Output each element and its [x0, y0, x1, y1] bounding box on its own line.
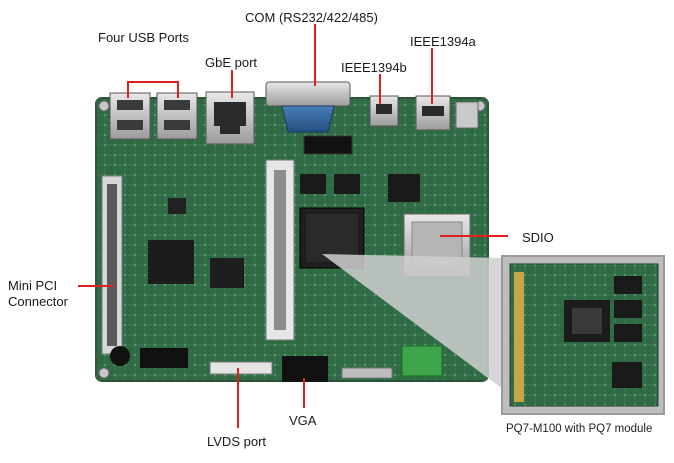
- com-connector: [265, 81, 353, 155]
- board-chips: [148, 174, 420, 288]
- label-com-port: COM (RS232/422/485): [245, 10, 378, 25]
- label-ieee1394b: IEEE1394b: [341, 60, 407, 75]
- callout-usb: [127, 81, 179, 98]
- label-module-caption: PQ7-M100 with PQ7 module: [506, 423, 653, 435]
- mini-pci-connector: [101, 175, 123, 355]
- pq7-module-inset: [501, 255, 665, 415]
- gbe-connector: [205, 91, 255, 145]
- usb-ports: [109, 92, 198, 140]
- label-usb-ports: Four USB Ports: [98, 30, 190, 45]
- label-gbe-port: GbE port: [205, 55, 258, 70]
- inset-wedge: [322, 254, 504, 390]
- label-mini-pci-line2: Connector: [8, 294, 68, 309]
- label-ieee1394a: IEEE1394a: [410, 34, 476, 49]
- label-lvds-port: LVDS port: [207, 434, 267, 449]
- bottom-connectors: [110, 345, 443, 382]
- label-mini-pci-line1: Mini PCI: [8, 278, 58, 293]
- label-sdio: SDIO: [522, 230, 554, 245]
- memory-slot: [265, 159, 295, 341]
- callout-lines: [78, 24, 508, 428]
- label-vga: VGA: [289, 413, 317, 428]
